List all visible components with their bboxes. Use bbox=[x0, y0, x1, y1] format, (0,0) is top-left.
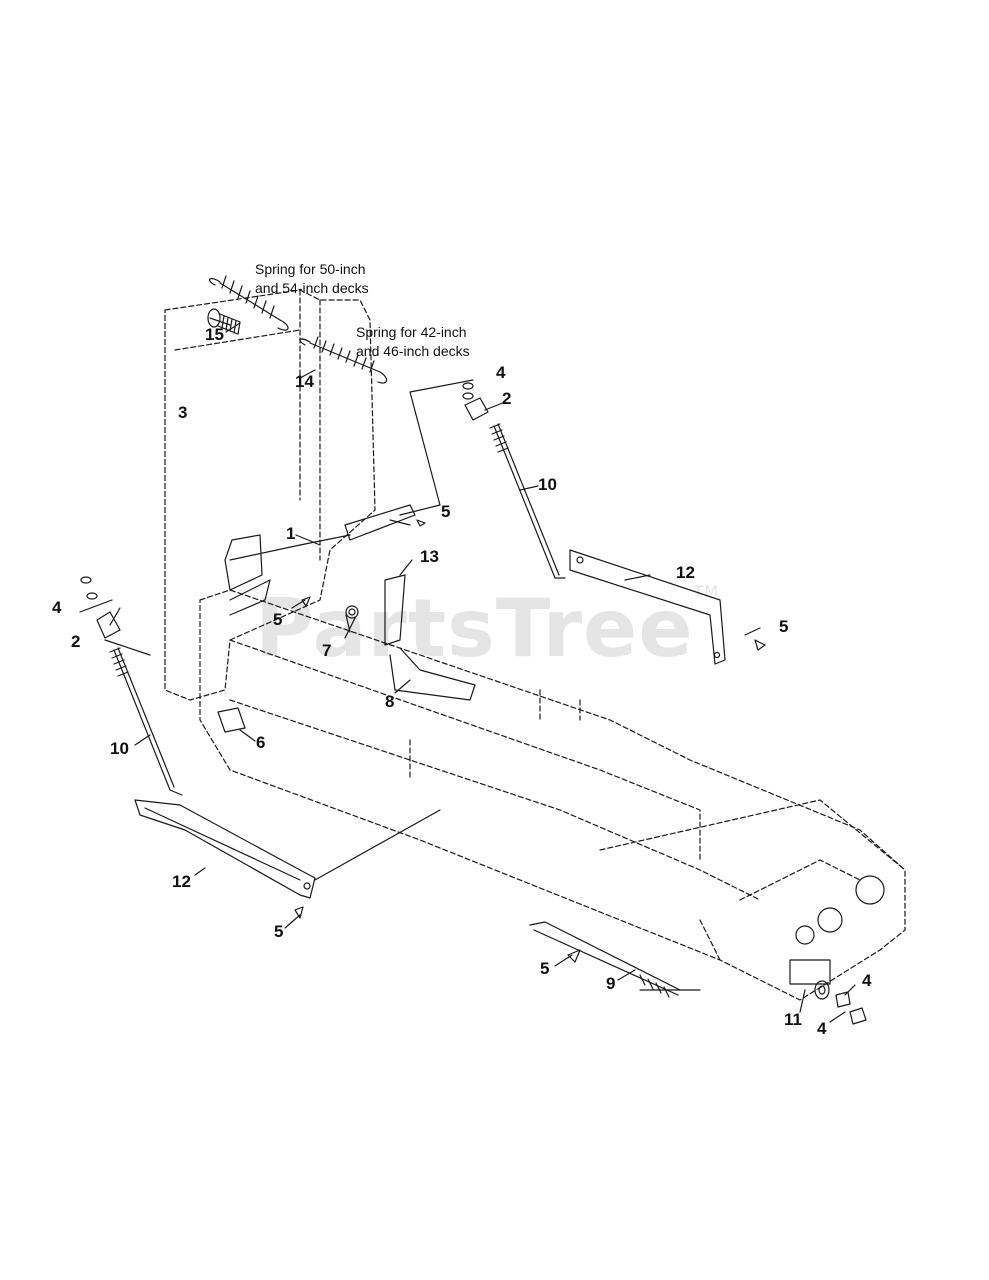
handle-lever-8-13 bbox=[384, 574, 476, 701]
trunnion-2-right bbox=[462, 382, 489, 421]
callout-7[interactable]: 7 bbox=[322, 641, 332, 660]
callout-4-top-right[interactable]: 4 bbox=[496, 363, 506, 382]
callout-5-lower-right[interactable]: 5 bbox=[540, 959, 550, 978]
spring-15 bbox=[208, 275, 289, 331]
callout-5-lower-left[interactable]: 5 bbox=[274, 922, 284, 941]
callout-8[interactable]: 8 bbox=[385, 692, 395, 711]
bolt-3 bbox=[207, 308, 241, 335]
frame-plate bbox=[164, 289, 376, 701]
rod-9 bbox=[529, 921, 681, 998]
lift-rod-10-left bbox=[109, 647, 183, 796]
lift-rod-10-right bbox=[489, 423, 566, 579]
note-spring-42-46-line1: Spring for 42-inch bbox=[356, 324, 467, 340]
callout-14[interactable]: 14 bbox=[295, 372, 314, 391]
callout-4-washer-lower[interactable]: 4 bbox=[817, 1019, 827, 1038]
callout-5-right[interactable]: 5 bbox=[779, 617, 789, 636]
callout-4-left[interactable]: 4 bbox=[52, 598, 62, 617]
lift-link-12-right bbox=[569, 549, 726, 665]
note-spring-50-54-line2: and 54-inch decks bbox=[255, 280, 369, 296]
callout-2-left[interactable]: 2 bbox=[71, 632, 81, 651]
callout-9[interactable]: 9 bbox=[606, 974, 616, 993]
bracket-6 bbox=[217, 707, 246, 733]
callout-13[interactable]: 13 bbox=[420, 547, 439, 566]
callout-10-right[interactable]: 10 bbox=[538, 475, 557, 494]
note-spring-42-46-line2: and 46-inch decks bbox=[356, 343, 470, 359]
lift-shaft-1 bbox=[224, 504, 416, 616]
callout-12-right[interactable]: 12 bbox=[676, 563, 695, 582]
callout-12-left[interactable]: 12 bbox=[172, 872, 191, 891]
note-spring-42-46: Spring for 42-inch and 46-inch decks bbox=[356, 323, 526, 361]
callout-10-left[interactable]: 10 bbox=[110, 739, 129, 758]
spring-7 bbox=[345, 605, 359, 633]
callout-2-right[interactable]: 2 bbox=[502, 389, 512, 408]
note-spring-50-54: Spring for 50-inch and 54-inch decks bbox=[255, 260, 425, 298]
lift-link-12-left bbox=[134, 799, 316, 899]
callout-5-middle[interactable]: 5 bbox=[273, 610, 283, 629]
callout-11[interactable]: 11 bbox=[784, 1010, 802, 1029]
washer-11-nuts-4 bbox=[814, 980, 867, 1025]
spring-14 bbox=[299, 336, 388, 384]
trunnion-2-left bbox=[80, 576, 121, 639]
main-frame bbox=[199, 589, 906, 1001]
callout-1[interactable]: 1 bbox=[286, 524, 296, 543]
rear-axle-area bbox=[789, 875, 885, 985]
note-spring-50-54-line1: Spring for 50-inch bbox=[255, 261, 366, 277]
callout-4-washer-upper[interactable]: 4 bbox=[862, 971, 872, 990]
callout-6[interactable]: 6 bbox=[256, 733, 266, 752]
callout-3[interactable]: 3 bbox=[178, 403, 188, 422]
callout-15[interactable]: 15 bbox=[205, 325, 224, 344]
clip-pin-5 bbox=[294, 519, 766, 963]
leader-lines bbox=[79, 317, 856, 1023]
callout-5-upper[interactable]: 5 bbox=[441, 502, 451, 521]
